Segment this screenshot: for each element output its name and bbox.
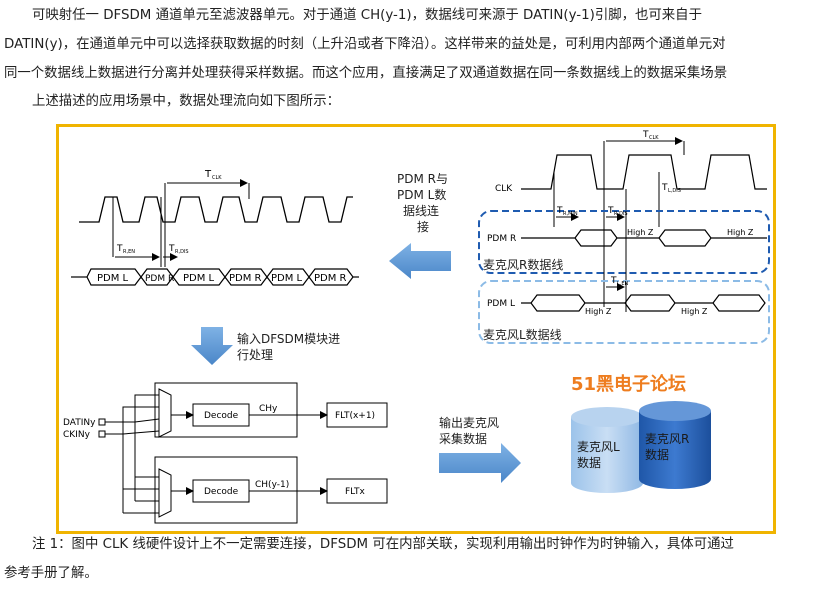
data-flow-diagram: T CLK T R,EN T R,DIS PDM L PDM R PDM L P… [56, 124, 776, 534]
ckin-label: CKINy [63, 430, 91, 440]
dfsdm-block-labels: DATINy CKINy Decode Decode CHy CH(y-1) F… [63, 404, 375, 497]
highz-l-1: High Z [585, 307, 612, 316]
group-l-label: 麦克风L数据线 [483, 327, 562, 342]
right-trmin-label: T [556, 206, 563, 216]
right-tclk-label: T [642, 130, 649, 140]
arrow1-label-3: 据线连 [403, 203, 439, 218]
right-pdmr-bus [521, 229, 767, 247]
right-trdis-label: T [607, 206, 614, 216]
note-line-2: 参考手册了解。 [4, 566, 98, 581]
left-tren-sub: R,EN [123, 249, 135, 255]
diagram-canvas: T CLK T R,EN T R,DIS PDM L PDM R PDM L P… [63, 130, 770, 524]
intro-line-3: 同一个数据线上数据进行分离并处理获得采样数据。而这个应用，直接满足了双通道数据在… [4, 66, 728, 81]
left-data-bus [86, 268, 354, 286]
arrow-right-icon [439, 443, 521, 483]
flt1-label: FLT(x+1) [335, 411, 375, 421]
right-pdml-label: PDM L [487, 299, 515, 309]
left-timing-diagram [71, 179, 359, 286]
arrow1-label-4: 接 [417, 219, 429, 234]
right-tlen-sub: L,EN [617, 281, 629, 287]
arrow1-label-2: PDM L数 [397, 187, 446, 202]
db-l-label-1: 麦克风L [577, 440, 620, 454]
arrow3-label-1: 输出麦克风 [439, 415, 499, 430]
right-timing-diagram [478, 137, 770, 344]
left-trdis-sub: R,DIS [175, 249, 189, 255]
db-r-label-1: 麦克风R [645, 432, 689, 446]
database-r-icon [639, 401, 711, 489]
note-line-1: 注 1：图中 CLK 线硬件设计上不一定需要连接，DFSDM 可在内部关联，实现… [32, 537, 734, 552]
chy-label: CHy [259, 404, 278, 414]
arrow2-label-1: 输入DFSDM模块进 [237, 331, 340, 346]
arrow3-label-2: 采集数据 [439, 431, 487, 446]
highz-l-2: High Z [681, 307, 708, 316]
left-tclk-sub: CLK [212, 175, 222, 181]
decode-label-2: Decode [204, 487, 239, 497]
right-pdml-bus [521, 294, 766, 312]
dfsdm-block-diagram [98, 382, 388, 524]
left-tclk-label: T [204, 169, 212, 180]
decode-label-1: Decode [204, 411, 239, 421]
left-timing-labels: T CLK T R,EN T R,DIS PDM L PDM R PDM L P… [97, 169, 347, 284]
intro-line-1: 可映射任一 DFSDM 通道单元至滤波器单元。对于通道 CH(y-1)，数据线可… [32, 8, 702, 23]
right-tlen-label: T [610, 276, 617, 286]
arrow1-label-1: PDM R与 [397, 172, 448, 186]
right-tclk-sub: CLK [649, 135, 659, 141]
right-clk-waveform [521, 154, 767, 190]
flt2-label: FLTx [345, 487, 365, 497]
group-r-box [478, 210, 770, 274]
left-trdis-label: T [168, 244, 175, 254]
intro-line-2: DATIN(y)，在通道单元中可以选择获取数据的时刻（上升沿或者下降沿）。这样带… [4, 37, 726, 52]
arrow2-label-2: 行处理 [237, 348, 273, 362]
highz-r-2: High Z [727, 228, 754, 237]
left-slot-5: PDM L [271, 273, 303, 284]
right-tldis-label: T [661, 183, 668, 193]
right-trmin-sub: R,MIN [563, 211, 578, 217]
left-slot-2: PDM R [145, 274, 174, 284]
right-timing-labels: T CLK CLK T L,DIS T R,MIN T R,DIS T L,EN… [483, 130, 754, 342]
forum-title: 51黑电子论坛 [571, 373, 686, 395]
left-slot-6: PDM R [314, 273, 347, 284]
database-l-icon [571, 407, 643, 493]
right-clk-label: CLK [495, 184, 513, 194]
database-labels: 麦克风L 数据 麦克风R 数据 [577, 432, 689, 470]
group-r-label: 麦克风R数据线 [483, 257, 563, 272]
db-r-label-2: 数据 [645, 447, 669, 462]
left-slot-4: PDM R [229, 273, 262, 284]
left-slot-1: PDM L [97, 273, 129, 284]
arrow1-label: PDM R与 PDM L数 据线连 接 [397, 172, 448, 234]
right-trdis-sub: R,DIS [614, 211, 628, 217]
datin-label: DATINy [63, 418, 96, 428]
db-l-label-2: 数据 [577, 455, 601, 470]
arrow-down-icon [191, 327, 233, 365]
left-clk-waveform [79, 196, 353, 223]
highz-r-1: High Z [627, 228, 654, 237]
arrow3-label: 输出麦克风 采集数据 [439, 415, 499, 446]
chy1-label: CH(y-1) [255, 480, 289, 490]
group-l-box [478, 280, 770, 344]
left-slot-3: PDM L [183, 273, 215, 284]
right-tldis-sub: L,DIS [668, 188, 681, 194]
right-pdmr-label: PDM R [487, 234, 516, 244]
arrow-left-icon [389, 243, 451, 279]
left-tren-label: T [116, 244, 123, 254]
arrow2-label: 输入DFSDM模块进 行处理 [237, 331, 340, 362]
intro-line-4: 上述描述的应用场景中，数据处理流向如下图所示： [32, 94, 340, 109]
